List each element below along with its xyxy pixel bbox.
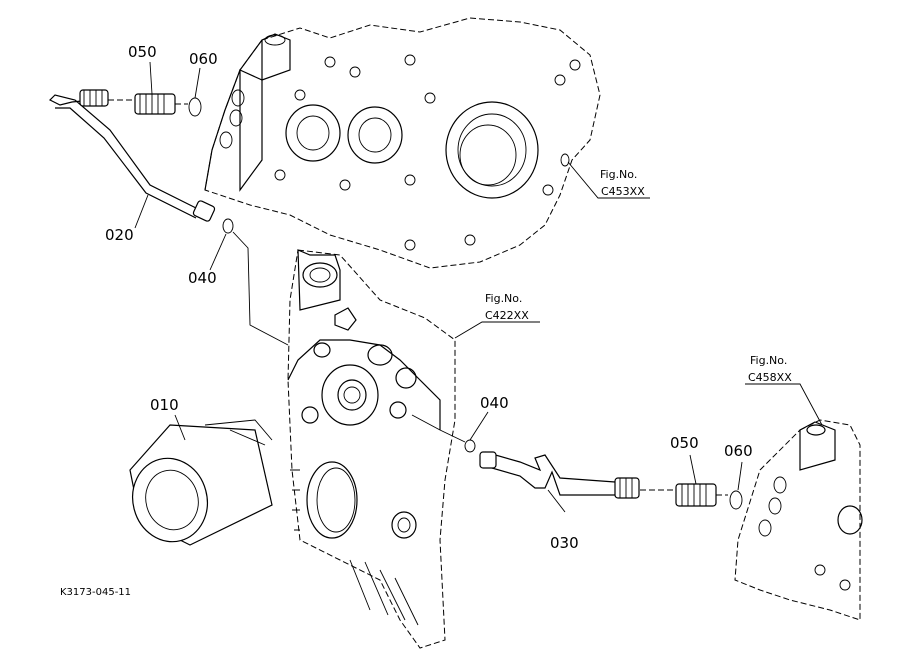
drawing-code: K3173-045-11 — [60, 587, 131, 598]
lower-o-ring — [729, 490, 743, 510]
lower-union-fitting — [640, 483, 728, 507]
part-label-050-upper: 050 — [128, 43, 157, 61]
figure-ref-c422: Fig.No. C422XX — [454, 292, 540, 339]
lower-oil-pipe — [479, 451, 640, 499]
upper-union-fitting — [108, 93, 188, 115]
upper-pipe-leader — [232, 231, 289, 346]
figure-ref-c458-number: C458XX — [748, 371, 792, 384]
part-label-040-upper: 040 — [188, 269, 217, 287]
upper-pipe-o-ring — [222, 218, 234, 234]
lower-pipe-o-ring — [464, 439, 476, 453]
part-callouts: 050 060 020 040 010 040 030 050 060 — [105, 43, 753, 552]
upper-gear-case-housing — [204, 17, 601, 269]
figure-ref-c458: Fig.No. C458XX — [745, 354, 823, 426]
figure-ref-c422-title: Fig.No. — [485, 292, 522, 305]
right-transmission-housing — [734, 419, 863, 621]
oil-filter-cartridge — [129, 419, 273, 546]
figure-ref-c422-number: C422XX — [485, 309, 529, 322]
figure-ref-c453-title: Fig.No. — [600, 168, 637, 181]
part-label-040-lower: 040 — [480, 394, 509, 412]
part-label-060-lower: 060 — [724, 442, 753, 460]
figure-ref-c453: Fig.No. C453XX — [567, 161, 650, 199]
part-label-010: 010 — [150, 396, 179, 414]
part-label-050-lower: 050 — [670, 434, 699, 452]
figure-ref-c453-number: C453XX — [601, 185, 645, 198]
figure-ref-c458-title: Fig.No. — [750, 354, 787, 367]
part-label-020: 020 — [105, 226, 134, 244]
lower-pipe-leader — [411, 414, 466, 443]
part-label-030: 030 — [550, 534, 579, 552]
upper-o-ring — [188, 97, 202, 117]
lower-gear-case-housing — [287, 249, 456, 649]
upper-oil-pipe — [48, 89, 216, 222]
part-label-060-upper: 060 — [189, 50, 218, 68]
